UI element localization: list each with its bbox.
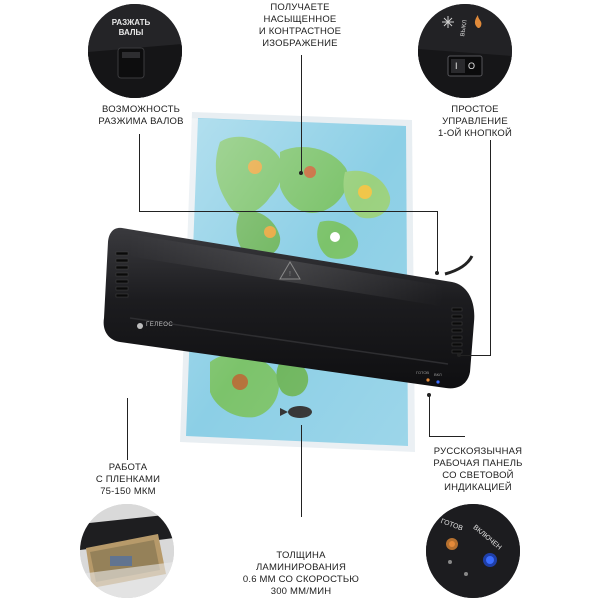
detail-circle-power-switch: ВЫКЛ I O: [418, 4, 512, 98]
detail-circle-film: [80, 504, 174, 598]
flame-icon: [474, 15, 482, 28]
connector-dot-right-top: [457, 353, 461, 357]
connector-line-left-bottom: [127, 398, 128, 460]
film-feed-illustration: [80, 504, 174, 598]
connector-dot-right-bottom: [427, 393, 431, 397]
connector-line-left-top-v: [139, 134, 140, 212]
label-russian-panel: РУССКОЯЗЫЧНАЯ РАБОЧАЯ ПАНЕЛЬ СО СВЕТОВОЙ…: [433, 446, 523, 493]
laminator-body: !: [103, 227, 475, 389]
laminator-device: ! ГЕЛЕОС ГОТОВ ВКЛ: [100, 222, 480, 392]
connector-line-right-bottom-h: [429, 436, 465, 437]
connector-line-right-top-h: [460, 355, 491, 356]
detail-circle-indicator-panel: ГОТОВ ВКЛЮЧЕН: [426, 504, 520, 598]
connector-line-left-top-h: [139, 211, 438, 212]
snowflake-icon: [442, 16, 454, 28]
device-panel-ready: ГОТОВ: [416, 370, 430, 375]
label-saturated-image: ПОЛУЧАЕТЕ НАСЫЩЕННОЕ И КОНТРАСТНОЕ ИЗОБР…: [258, 2, 342, 49]
detail-circle-release-button: РАЗЖАТЬ ВАЛЫ: [88, 4, 182, 98]
switch-symbols: I O: [455, 61, 480, 71]
connector-dot-top-center: [299, 171, 303, 175]
power-switch-illustration: [418, 4, 512, 98]
connector-line-right-bottom-v: [429, 395, 430, 437]
label-roller-release: ВОЗМОЖНОСТЬ РАЗЖИМА ВАЛОВ: [98, 104, 184, 127]
connector-dot-left-top: [435, 271, 439, 275]
connector-line-top-center: [301, 55, 302, 173]
label-lamination-speed: ТОЛЩИНА ЛАМИНИРОВАНИЯ 0.6 ММ СО СКОРОСТЬ…: [242, 550, 360, 597]
release-text-line2: ВАЛЫ: [118, 28, 144, 37]
connector-line-right-top-v: [490, 140, 491, 356]
device-panel-on: ВКЛ: [434, 372, 442, 377]
release-text-line1: РАЗЖАТЬ: [111, 18, 151, 27]
connector-line-bottom-center: [301, 425, 302, 517]
svg-text:!: !: [289, 271, 291, 278]
release-lever-illustration: [88, 4, 182, 98]
connector-line-left-top-v2: [437, 211, 438, 273]
label-film-thickness: РАБОТА С ПЛЕНКАМИ 75-150 МКМ: [95, 462, 161, 497]
indicator-panel-illustration: [426, 504, 520, 598]
label-one-button-control: ПРОСТОЕ УПРАВЛЕНИЕ 1-ОЙ КНОПКОЙ: [438, 104, 512, 139]
device-brand-text: ГЕЛЕОС: [146, 322, 174, 328]
